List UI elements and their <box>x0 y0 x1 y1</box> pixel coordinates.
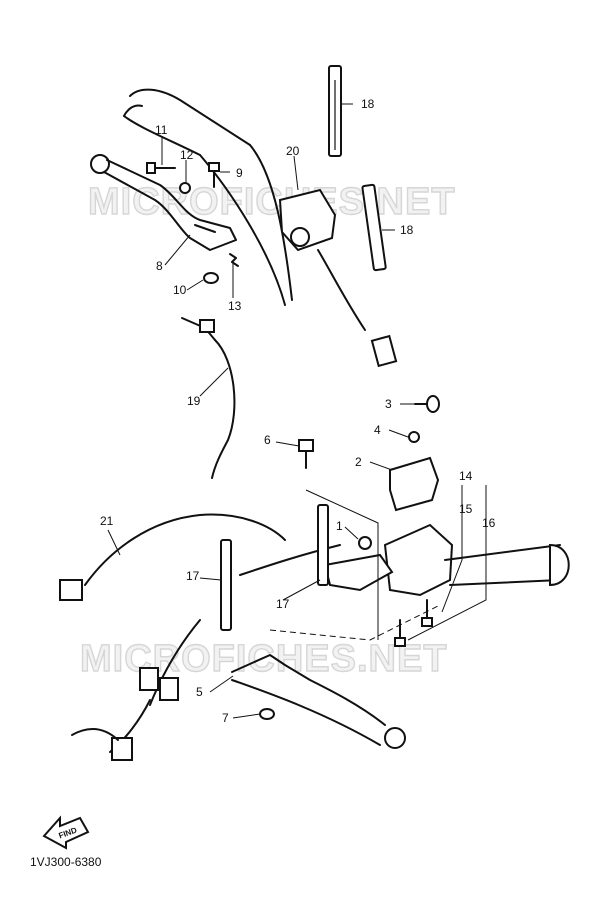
callout-4: 4 <box>374 423 381 437</box>
cable-tie-17a <box>220 539 232 631</box>
bracket-2 <box>389 456 440 512</box>
callout-1: 1 <box>336 519 343 533</box>
bolt-11 <box>146 162 176 174</box>
callout-7: 7 <box>222 711 229 725</box>
nut-7 <box>259 708 275 720</box>
callout-21: 21 <box>100 514 114 528</box>
screw-3 <box>414 395 440 413</box>
callout-13: 13 <box>228 299 242 313</box>
switch-wire-19 <box>181 317 236 479</box>
throttle-housing <box>383 523 570 597</box>
wiring-17 <box>71 544 341 761</box>
callout-2: 2 <box>355 455 362 469</box>
brake-lever-5 <box>231 654 406 749</box>
callout-17a: 17 <box>186 569 200 583</box>
wiring-21 <box>59 513 286 601</box>
brake-master-bracket <box>323 553 394 592</box>
callout-5: 5 <box>196 685 203 699</box>
bolt-6 <box>298 439 314 469</box>
callout-8: 8 <box>156 259 163 273</box>
cable-tie-18b <box>361 183 387 272</box>
callout-19: 19 <box>187 394 201 408</box>
handlebar-switch-20 <box>278 188 398 368</box>
callout-9: 9 <box>236 166 243 180</box>
callout-3: 3 <box>385 397 392 411</box>
drawing-code: 1VJ300-6380 <box>30 855 102 869</box>
callout-18b: 18 <box>400 223 414 237</box>
watermark-bottom: MICROFICHES.NET <box>80 638 448 680</box>
nut-4 <box>408 431 420 443</box>
callout-16: 16 <box>482 516 496 530</box>
bolt-15 <box>421 599 433 627</box>
callout-18a: 18 <box>361 97 375 111</box>
callout-10: 10 <box>173 283 187 297</box>
nut-10 <box>203 272 219 284</box>
bolt-9 <box>208 162 220 188</box>
callout-15: 15 <box>459 502 473 516</box>
callout-12: 12 <box>180 148 194 162</box>
clutch-lever <box>90 154 237 251</box>
assembly-line <box>269 604 441 641</box>
callout-11: 11 <box>155 123 168 137</box>
bolt-16 <box>394 619 406 647</box>
callout-20: 20 <box>286 144 300 158</box>
nut-12 <box>179 182 191 194</box>
callout-17b: 17 <box>276 597 290 611</box>
callout-6: 6 <box>264 433 271 447</box>
cable-tie-18a <box>328 65 342 157</box>
spring-13 <box>229 253 239 267</box>
callout-14: 14 <box>459 469 473 483</box>
cable-tie-17b <box>317 504 329 586</box>
find-arrow-icon: FIND <box>42 815 90 850</box>
lever-bush-1 <box>358 536 372 550</box>
